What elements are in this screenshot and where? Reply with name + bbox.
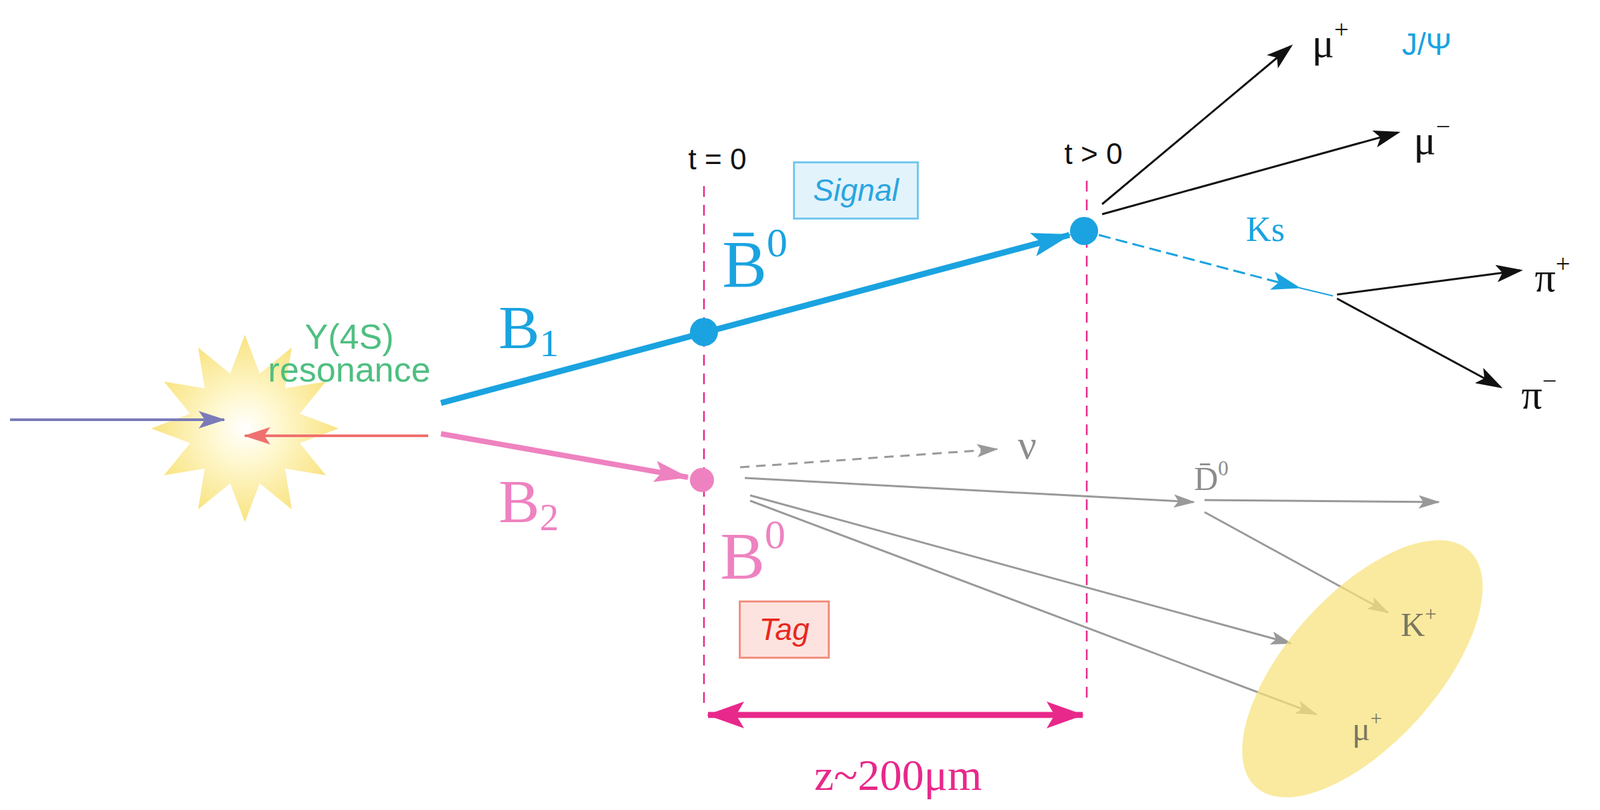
tag-track	[750, 500, 1317, 715]
superscript: +	[1424, 602, 1437, 626]
electron-beam	[10, 418, 225, 421]
superscript: 0	[766, 219, 788, 265]
b1-vertex	[689, 317, 719, 346]
d-meson-track	[744, 477, 1194, 502]
b2-track	[440, 433, 688, 478]
tag-decay-vertex	[689, 467, 715, 492]
d-decay-track	[1204, 499, 1439, 502]
meson-label: B2	[498, 470, 559, 537]
superscript: +	[1370, 706, 1382, 731]
superscript: 0	[1217, 456, 1229, 480]
kshort-track	[1299, 287, 1333, 296]
particle-label: π−	[1521, 368, 1558, 415]
superscript: +	[1555, 249, 1571, 278]
ellipse-outline	[1195, 507, 1530, 810]
symbol-base: μ	[1312, 20, 1335, 66]
meson-label: B0	[720, 513, 786, 590]
box-text: Signal	[813, 173, 899, 208]
superscript: 0	[764, 511, 786, 557]
particle-label: Ks	[1246, 212, 1285, 247]
superscript: −	[1542, 366, 1558, 395]
particle-label: π+	[1535, 250, 1571, 298]
symbol-base: B	[498, 467, 540, 536]
tag-track	[750, 495, 1291, 644]
muon-track	[1102, 132, 1398, 215]
time-marker	[1086, 180, 1089, 704]
tag-box: Tag	[738, 600, 830, 659]
particle-label: D̄0	[1193, 457, 1229, 496]
time-label: t = 0	[688, 144, 747, 174]
symbol-base: π	[1521, 371, 1543, 417]
particle-label: K+	[1400, 603, 1437, 642]
symbol-base: μ	[1413, 117, 1437, 163]
particle-label: μ+	[1312, 16, 1350, 64]
particle-label: J/Ψ	[1401, 28, 1452, 60]
symbol-base: B	[498, 293, 540, 362]
time-label: t > 0	[1064, 139, 1123, 169]
symbol-base: D̄	[1193, 459, 1218, 498]
signal-decay-vertex	[1070, 216, 1099, 245]
tag-ellipse: K+μ+	[1195, 507, 1530, 810]
symbol-base: B	[720, 518, 765, 593]
particle-label: ν	[1017, 423, 1037, 466]
positron-beam	[244, 434, 429, 437]
symbol-base: π	[1535, 254, 1556, 300]
meson-label: B̄0	[722, 221, 788, 298]
muon-track	[1102, 46, 1291, 205]
ellipse-shape	[1200, 507, 1526, 810]
neutrino-track	[740, 449, 998, 468]
meson-label: B1	[498, 296, 559, 363]
subscript: 1	[539, 321, 559, 365]
particle-label: μ+	[1352, 707, 1382, 746]
pion-track	[1337, 298, 1501, 387]
symbol-base: K	[1400, 605, 1425, 644]
box-text: Tag	[758, 612, 810, 647]
superscript: +	[1334, 15, 1350, 44]
particle-label: μ−	[1413, 113, 1451, 161]
time-marker	[703, 186, 706, 704]
distance-arrow	[707, 712, 1083, 719]
resonance-label: Y(4S) resonance	[248, 320, 450, 387]
signal-box: Signal	[792, 161, 919, 220]
subscript: 2	[539, 495, 559, 539]
dimension-label: z~200μm	[814, 752, 983, 797]
pion-track	[1337, 270, 1521, 295]
superscript: −	[1436, 112, 1451, 141]
symbol-base: B̄	[722, 226, 767, 302]
symbol-base: μ	[1352, 709, 1371, 748]
